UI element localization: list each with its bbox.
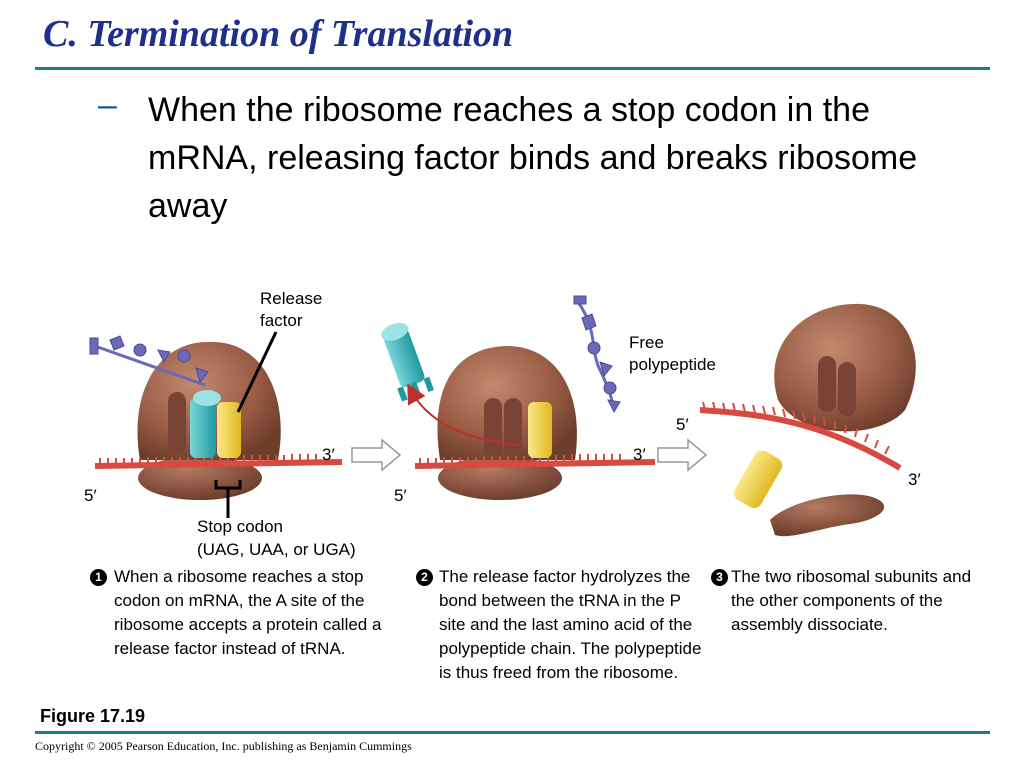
free-polypeptide-label: Free polypeptide [629, 333, 716, 374]
panel1-3prime: 3′ [322, 445, 335, 464]
footer-divider [35, 731, 990, 734]
bullet-marker: – [98, 86, 117, 124]
slide-title: C. Termination of Translation [43, 13, 514, 55]
mrna-bases-2 [419, 454, 621, 466]
copyright-text: Copyright © 2005 Pearson Education, Inc.… [35, 739, 412, 753]
step-2: 2 The release factor hydrolyzes the bond… [416, 565, 711, 682]
stop-codon-examples: (UAG, UAA, or UGA) [197, 540, 356, 559]
panel2-3prime: 3′ [633, 445, 646, 464]
title-divider [35, 67, 990, 70]
release-factor-pointer [236, 331, 278, 413]
free-polypeptide-chain [573, 295, 621, 414]
panel3-3prime: 3′ [908, 470, 921, 489]
stop-codon-bracket [214, 480, 242, 518]
step-2-text: The release factor hydrolyzes the bond b… [439, 567, 702, 682]
panel-3 [699, 303, 916, 537]
figure-caption: Figure 17.19 [40, 706, 146, 726]
process-arrow-1 [351, 438, 402, 472]
panel-2 [381, 295, 656, 500]
step-3-text: The two ribosomal subunits and the other… [731, 567, 972, 634]
released-trna [381, 322, 434, 402]
stop-codon-label: Stop codon [197, 517, 284, 536]
release-factor-2 [528, 402, 552, 458]
step-1-number: 1 [90, 569, 107, 586]
panel3-5prime: 5′ [676, 415, 689, 434]
trna-release-arrow [407, 383, 521, 446]
small-subunit-3 [770, 494, 885, 537]
bullet-text: When the ribosome reaches a stop codon i… [148, 91, 918, 225]
release-factor-label: Release factor [260, 289, 323, 330]
mrna-bases-3 [702, 401, 890, 455]
release-factor-1 [217, 402, 241, 458]
panel2-5prime: 5′ [394, 486, 407, 505]
step-1-text: When a ribosome reaches a stop codon on … [114, 567, 382, 658]
trna-p-site-1 [190, 390, 221, 458]
step-3-number: 3 [711, 569, 728, 586]
step-1: 1 When a ribosome reaches a stop codon o… [90, 565, 410, 658]
mrna-strand-2 [414, 459, 656, 469]
panel-1 [89, 331, 343, 518]
step-2-number: 2 [416, 569, 433, 586]
release-factor-3 [734, 450, 783, 509]
mrna-strand-3 [699, 407, 902, 471]
panel1-5prime: 5′ [84, 486, 97, 505]
mrna-strand-1 [94, 459, 343, 469]
polypeptide-chain-1 [89, 335, 209, 387]
step-3: 3 The two ribosomal subunits and the oth… [711, 565, 991, 634]
process-arrow-2 [657, 438, 708, 472]
